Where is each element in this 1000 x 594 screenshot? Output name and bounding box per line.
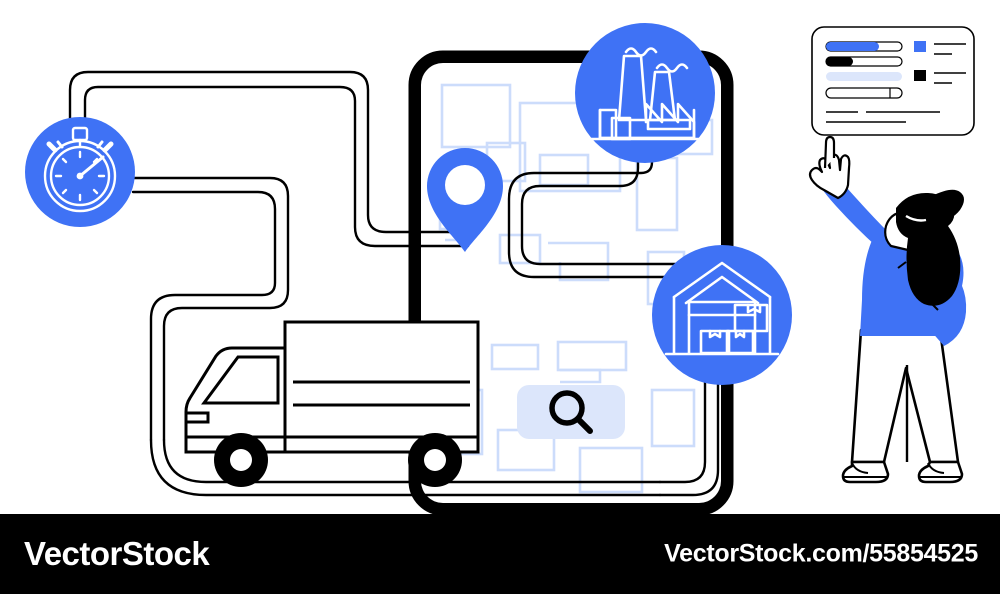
legend-swatch-blue [914,41,926,52]
stopwatch-icon [43,126,117,213]
person-hair-bun [932,189,964,220]
location-pin-icon[interactable] [427,148,503,252]
hair-tie [905,214,927,222]
warehouse-badge[interactable] [652,245,792,385]
watermark-brand: VectorStock [24,535,210,572]
vectorstock-watermark: VectorStock VectorStock.com/55854525 [0,514,1000,594]
pin-hole [445,165,485,205]
truck-window [201,355,280,405]
legend-swatch-black [914,70,926,81]
watermark-url: VectorStock.com/55854525 [664,539,978,568]
person-hair [896,192,961,306]
truck-wheel-front [214,433,268,487]
person-hand-pointing [808,135,851,200]
person-trousers [850,328,960,464]
main-illustration [25,23,975,514]
person-shoe-left [841,460,890,484]
slider-bar-track [825,87,903,99]
delivery-truck[interactable] [184,320,480,487]
factory-icon [584,47,708,141]
sweater-fold-2 [928,289,939,311]
truck-cargo-box [283,320,480,454]
stats-card[interactable] [811,26,975,136]
truck-headlight [184,411,210,424]
warehouse-icon [664,261,780,356]
factory-badge[interactable] [575,23,715,163]
legend-item-blue[interactable] [914,41,966,55]
slider-bar[interactable] [825,87,903,99]
search-icon [549,390,593,434]
person-shoe-right [917,460,964,484]
progress-bar-blue-fill [826,42,879,51]
sweater-fold-1 [897,261,907,269]
progress-bar-black[interactable] [825,56,903,67]
truck-wheel-rear [408,433,462,487]
person-pointing[interactable] [808,135,967,484]
search-box-background [517,385,625,439]
map-search-box[interactable] [517,385,625,439]
progress-bar-lightblue[interactable] [826,72,902,81]
progress-bar-black-fill [826,57,853,66]
stopwatch-badge[interactable] [25,117,135,227]
legend-item-black[interactable] [914,70,966,84]
progress-bar-blue[interactable] [825,41,903,52]
